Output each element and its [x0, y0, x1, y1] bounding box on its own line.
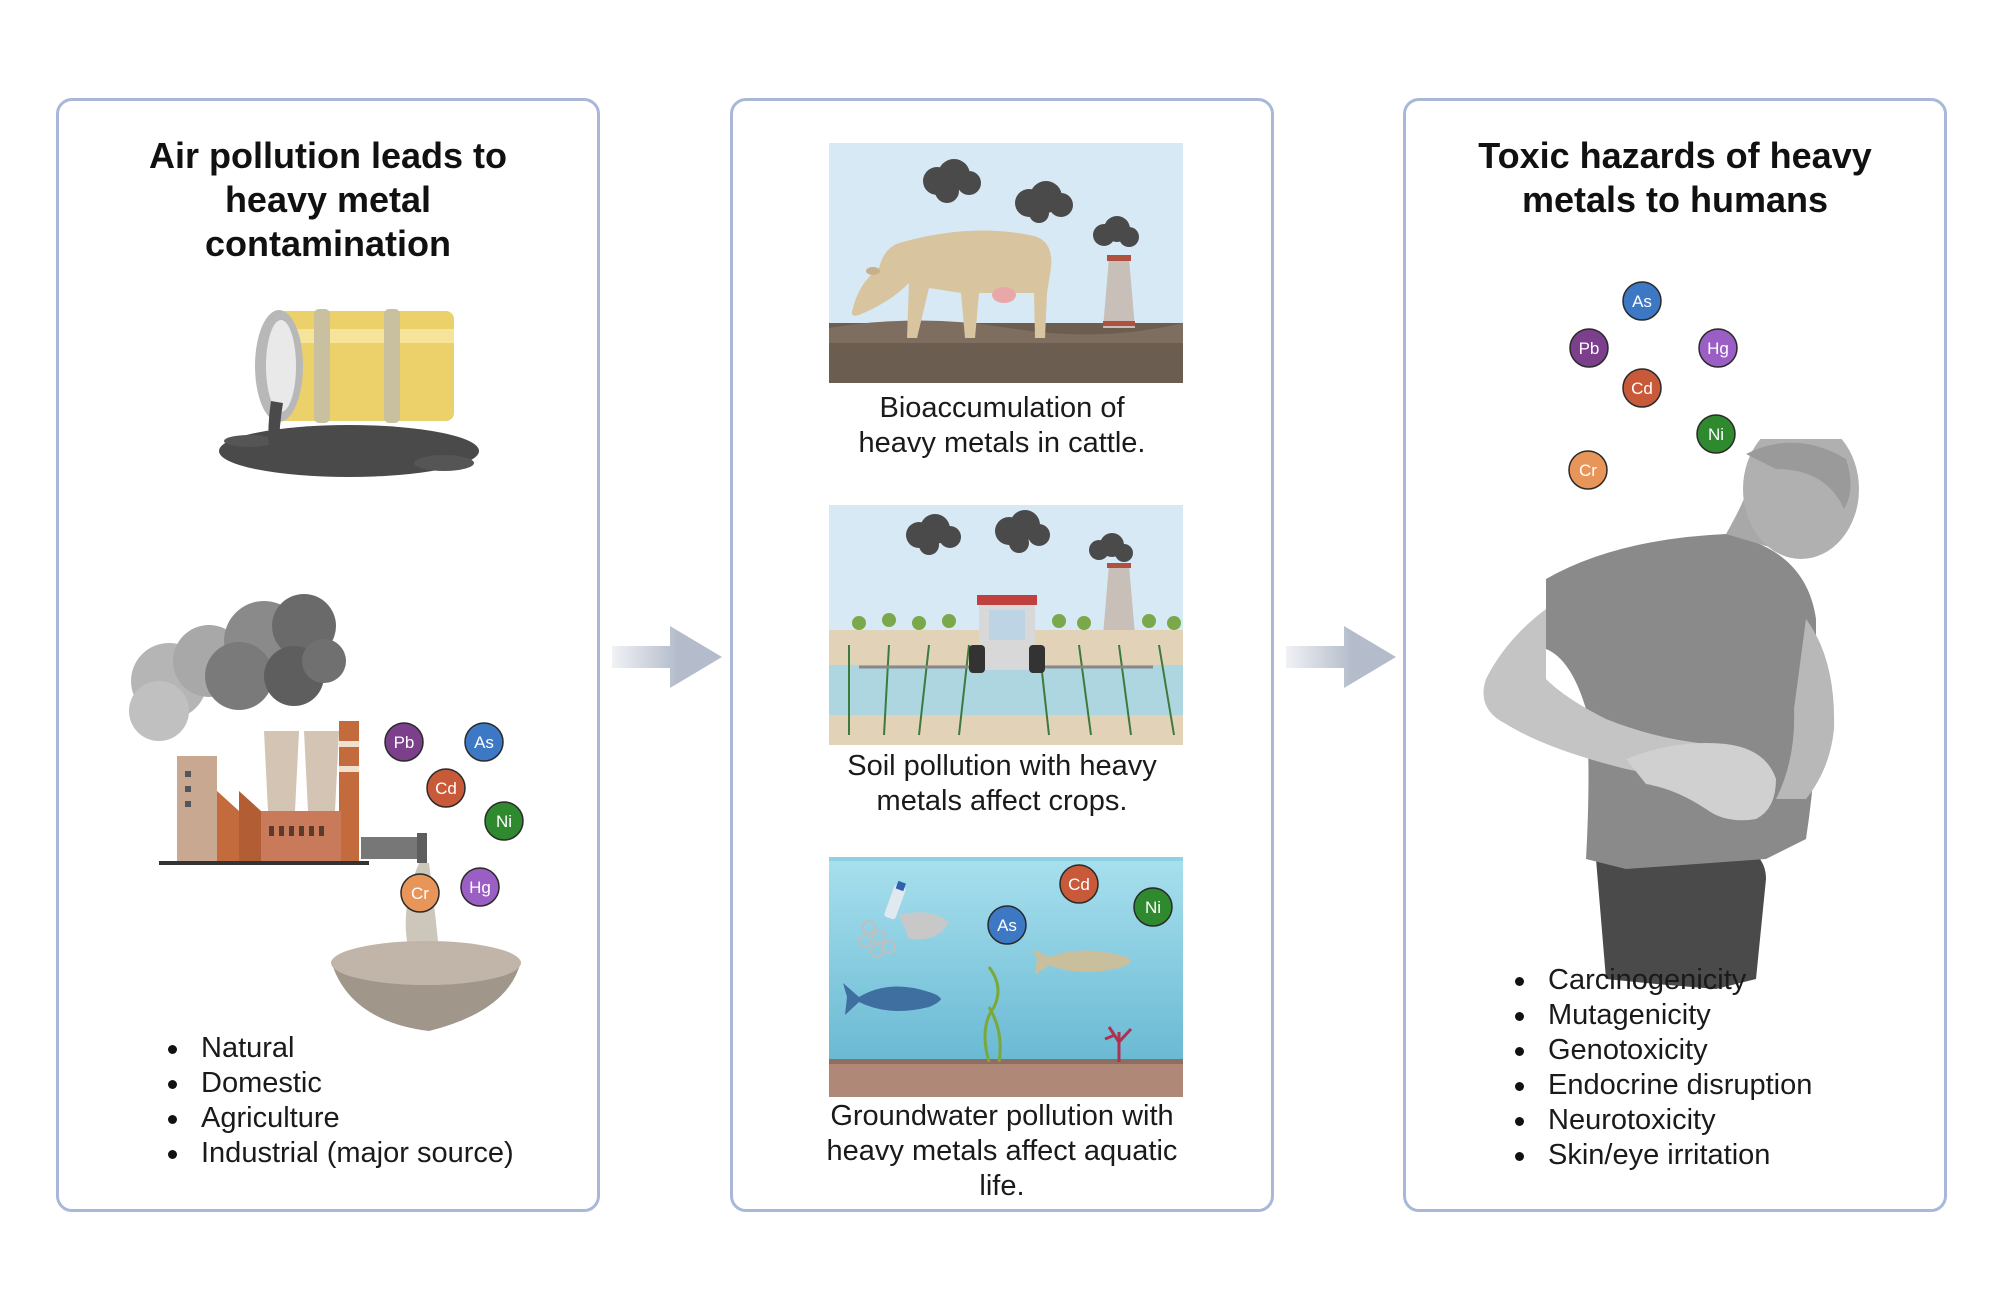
metal-badge [1622, 281, 1662, 321]
pollution-sources-list: Natural Domestic Agriculture Industrial … [165, 1031, 514, 1171]
caption-line: Groundwater pollution with [830, 1100, 1174, 1132]
metal-symbol: As [1632, 292, 1652, 311]
caption-line: life. [979, 1170, 1025, 1202]
hazard-item: Neurotoxicity [1512, 1103, 1812, 1138]
crops-scene [829, 505, 1183, 745]
title-line: contamination [204, 223, 451, 264]
panel-air-pollution: Air pollution leads to heavy metal conta… [56, 98, 600, 1212]
cattle-caption: Bioaccumulation of heavy metals in cattl… [733, 391, 1271, 461]
title-line: Air pollution leads to [149, 135, 507, 176]
panel-environmental-effects: Bioaccumulation of heavy metals in cattl… [730, 98, 1274, 1212]
hazard-item: Mutagenicity [1512, 998, 1812, 1033]
cattle-scene [829, 143, 1183, 383]
title-line: heavy metal [224, 179, 432, 220]
crops-caption: Soil pollution with heavy metals affect … [733, 749, 1271, 819]
metal-badge [1569, 328, 1609, 368]
metal-badge [1622, 368, 1662, 408]
flow-arrow-2 [1286, 626, 1396, 688]
hazard-item: Skin/eye irritation [1512, 1138, 1812, 1173]
caption-line: heavy metals affect aquatic [826, 1135, 1178, 1167]
factory-illustration [129, 594, 521, 1031]
metal-symbol: Hg [1707, 339, 1729, 358]
title-line: Toxic hazards of heavy [1478, 135, 1872, 176]
source-item: Industrial (major source) [165, 1136, 514, 1171]
panel-title-air-pollution: Air pollution leads to heavy metal conta… [59, 134, 597, 266]
panel-title-human-hazards: Toxic hazards of heavy metals to humans [1406, 134, 1944, 222]
spilled-barrel-illustration [219, 309, 479, 477]
aquatic-caption: Groundwater pollution with heavy metals … [733, 1099, 1271, 1204]
hazard-item: Carcinogenicity [1512, 963, 1812, 998]
hazards-list: Carcinogenicity Mutagenicity Genotoxicit… [1512, 963, 1812, 1173]
flow-arrow-1 [612, 626, 722, 688]
panel-human-hazards: Toxic hazards of heavy metals to humans … [1403, 98, 1947, 1212]
title-line: metals to humans [1521, 179, 1829, 220]
metal-badge [1698, 328, 1738, 368]
hazard-item: Genotoxicity [1512, 1033, 1812, 1068]
source-item: Domestic [165, 1066, 514, 1101]
metal-symbol: Pb [1579, 339, 1600, 358]
metal-symbol: Cd [1631, 379, 1653, 398]
caption-line: metals affect crops. [876, 785, 1128, 817]
caption-line: Soil pollution with heavy [847, 750, 1157, 782]
caption-line: heavy metals in cattle. [858, 427, 1146, 459]
caption-line: Bioaccumulation of [879, 392, 1125, 424]
human-pain-figure [1483, 439, 1859, 989]
source-item: Agriculture [165, 1101, 514, 1136]
source-item: Natural [165, 1031, 514, 1066]
hazard-item: Endocrine disruption [1512, 1068, 1812, 1103]
aquatic-scene [829, 857, 1183, 1097]
